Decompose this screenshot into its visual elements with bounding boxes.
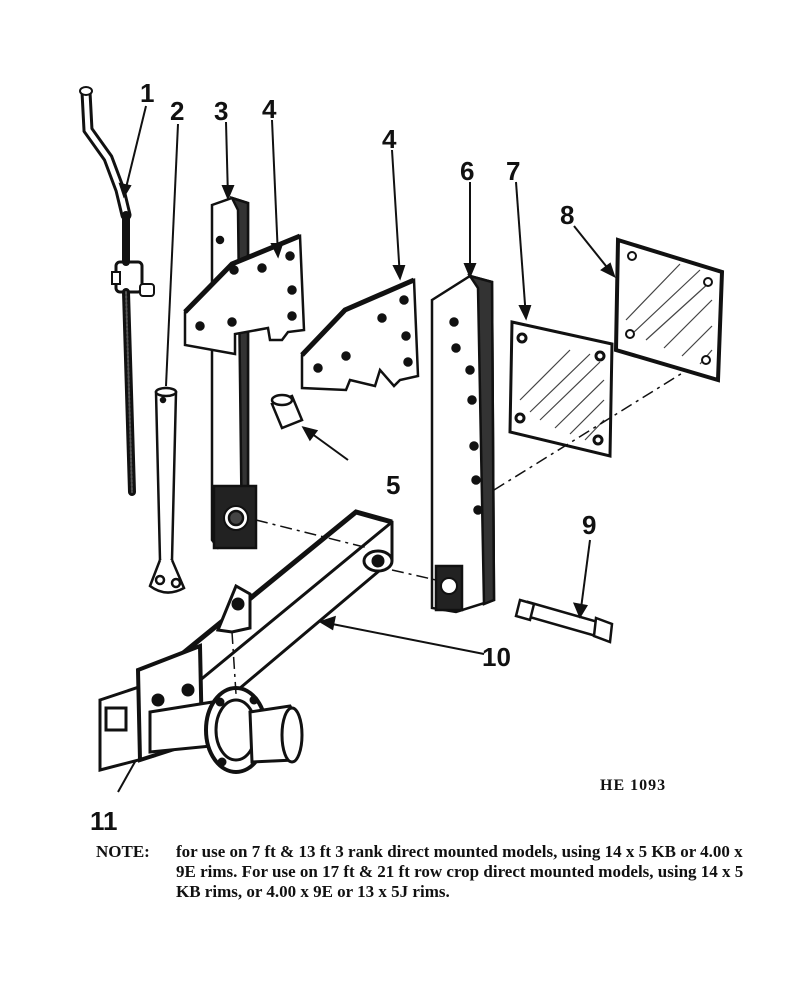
callout-3: 3	[214, 96, 228, 126]
part-7-plate	[508, 320, 614, 458]
callout-leaders	[118, 105, 616, 387]
callout-11: 11	[90, 806, 118, 836]
callout-2: 2	[170, 96, 184, 126]
part-4-gusset-plate-right	[300, 277, 420, 392]
part-8-plate	[613, 237, 725, 383]
callout-numbers: 1 2 3 4 4 5 6 7 8 9 10 11 HE 1093	[90, 78, 666, 836]
callout-5: 5	[386, 470, 400, 500]
callout-9: 9	[582, 510, 596, 540]
part-5-pin	[270, 393, 349, 461]
part-2-link-rod	[148, 386, 186, 594]
alignment-lines	[231, 371, 685, 695]
part-11-spindle-hub	[98, 643, 304, 793]
callout-1: 1	[140, 78, 154, 108]
callout-8: 8	[560, 200, 574, 230]
callout-6: 6	[460, 156, 474, 186]
note-label: NOTE:	[96, 842, 150, 861]
callout-4b: 4	[382, 124, 397, 154]
part-3-vertical-bracket	[210, 195, 258, 550]
part-1-crank-handle	[79, 86, 155, 496]
part-6-angle-bar	[430, 273, 496, 614]
part-9-bolt	[514, 539, 614, 644]
note-text: for use on 7 ft & 13 ft 3 rank direct mo…	[176, 842, 744, 901]
callout-7: 7	[506, 156, 520, 186]
drawing-code: HE 1093	[600, 777, 666, 794]
callout-10: 10	[482, 642, 511, 672]
callout-4a: 4	[262, 94, 277, 124]
